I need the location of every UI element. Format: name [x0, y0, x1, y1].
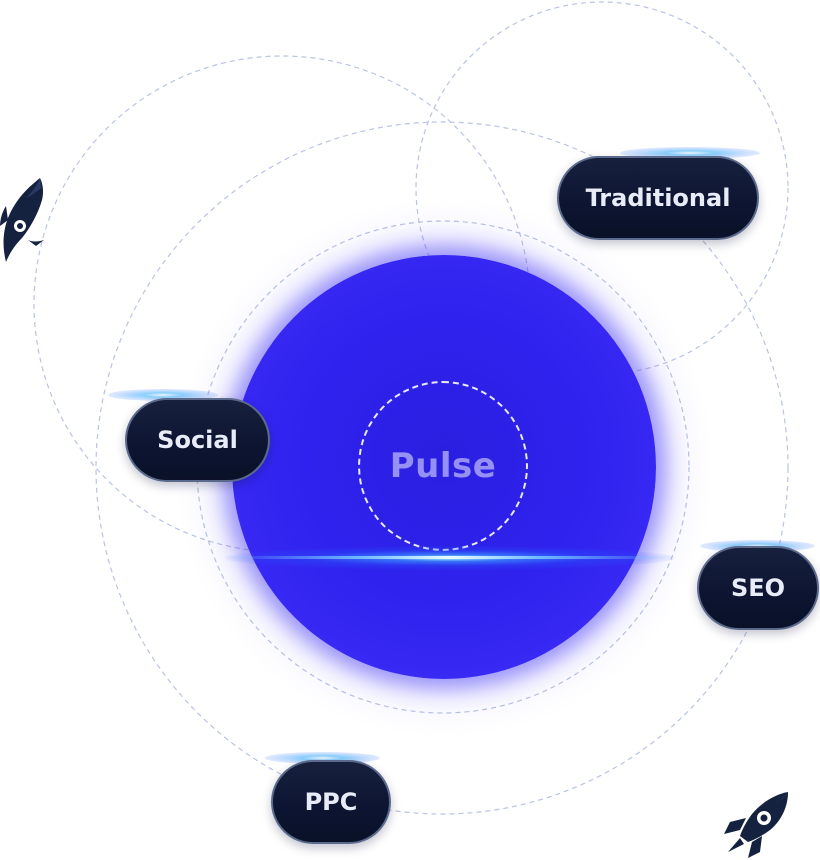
- orbit-ring-mid: [196, 220, 690, 714]
- channel-traditional[interactable]: Traditional: [557, 156, 759, 240]
- orbit-ring-large: [95, 121, 789, 815]
- channel-ppc-label: PPC: [304, 788, 358, 816]
- channel-traditional-label: Traditional: [585, 184, 731, 212]
- pulse-label: Pulse: [389, 446, 497, 486]
- channel-seo[interactable]: SEO: [697, 546, 819, 630]
- channel-social-label: Social: [157, 426, 238, 454]
- rocket-icon: [724, 792, 788, 858]
- rocket-icon: [0, 178, 44, 262]
- channel-ppc[interactable]: PPC: [271, 760, 391, 844]
- channel-social[interactable]: Social: [125, 398, 270, 482]
- channel-seo-label: SEO: [730, 574, 786, 602]
- core-light-line: [225, 556, 675, 559]
